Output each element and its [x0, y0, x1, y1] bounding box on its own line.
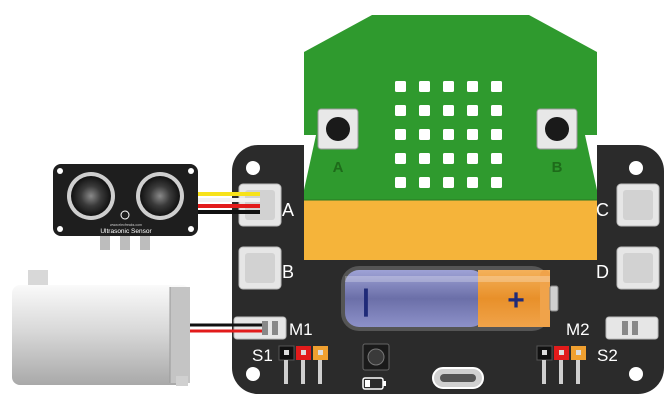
led-0-0 — [395, 81, 406, 92]
port-b-label: B — [282, 262, 294, 282]
reset-button-icon[interactable] — [362, 343, 390, 371]
led-4-2 — [443, 177, 454, 188]
led-3-0 — [395, 153, 406, 164]
ultrasonic-sensor — [53, 164, 198, 250]
led-3-3 — [467, 153, 478, 164]
led-0-3 — [467, 81, 478, 92]
led-3-4 — [491, 153, 502, 164]
battery-positive-symbol: + — [507, 284, 525, 317]
led-0-2 — [443, 81, 454, 92]
led-1-4 — [491, 105, 502, 116]
battery-negative-symbol: | — [362, 284, 370, 317]
servo-header-s2 — [536, 345, 586, 384]
sensor-label: Ultrasonic Sensor — [100, 228, 152, 235]
port-d-label: D — [596, 262, 609, 282]
led-0-4 — [491, 81, 502, 92]
port-a-label: A — [282, 200, 294, 220]
dc-motor — [12, 270, 190, 386]
led-1-2 — [443, 105, 454, 116]
button-b-label: B — [552, 159, 563, 176]
led-4-1 — [419, 177, 430, 188]
led-2-1 — [419, 129, 430, 140]
mount-hole-bl — [246, 367, 260, 381]
battery — [341, 266, 559, 331]
led-4-3 — [467, 177, 478, 188]
port-d — [616, 246, 660, 290]
port-m1 — [233, 316, 287, 340]
led-1-3 — [467, 105, 478, 116]
port-m2 — [605, 316, 659, 340]
button-a[interactable] — [317, 108, 359, 150]
button-a-label: A — [333, 159, 344, 176]
edge-connector — [304, 200, 597, 260]
sensor-brand: www.elecfreaks.com — [110, 223, 142, 227]
port-c-label: C — [596, 200, 609, 220]
mount-hole-tr — [629, 161, 643, 175]
mount-hole-tl — [246, 161, 260, 175]
servo-s2-label: S2 — [597, 346, 618, 365]
servo-s1-label: S1 — [252, 346, 273, 365]
led-4-4 — [491, 177, 502, 188]
led-1-1 — [419, 105, 430, 116]
led-matrix — [395, 81, 502, 188]
led-3-1 — [419, 153, 430, 164]
port-b — [238, 246, 282, 290]
servo-header-s1 — [278, 345, 328, 384]
battery-icon — [362, 377, 386, 390]
button-b[interactable] — [536, 108, 578, 150]
port-m1-label: M1 — [289, 320, 313, 339]
led-2-3 — [467, 129, 478, 140]
led-2-2 — [443, 129, 454, 140]
motor-wires — [185, 323, 262, 333]
usb-c-port-icon[interactable] — [432, 367, 484, 389]
led-3-2 — [443, 153, 454, 164]
port-m2-label: M2 — [566, 320, 590, 339]
port-c — [616, 183, 660, 227]
mount-hole-br — [629, 367, 643, 381]
microbit: A B — [304, 15, 597, 260]
led-4-0 — [395, 177, 406, 188]
led-1-0 — [395, 105, 406, 116]
led-2-4 — [491, 129, 502, 140]
led-2-0 — [395, 129, 406, 140]
led-0-1 — [419, 81, 430, 92]
